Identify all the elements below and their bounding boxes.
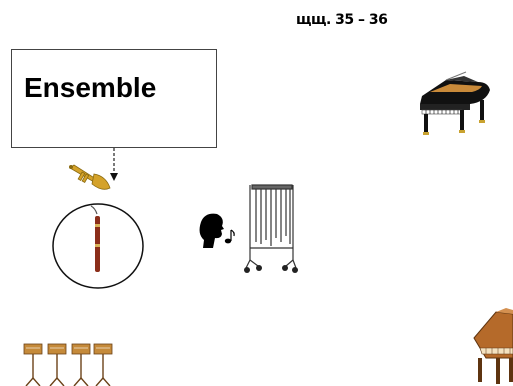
ensemble-label: Ensemble bbox=[24, 72, 157, 103]
trumpet-icon bbox=[69, 164, 111, 190]
tubular-bells-icon bbox=[244, 184, 298, 273]
harpsichord-icon bbox=[473, 308, 513, 384]
music-stands-icon bbox=[23, 343, 113, 386]
slide-header: щщ. 35 – 36 bbox=[296, 12, 388, 28]
singer-head-icon bbox=[199, 213, 224, 248]
grand-piano-icon bbox=[420, 71, 490, 135]
dashed-arrow bbox=[110, 148, 118, 181]
music-note-icon bbox=[224, 229, 235, 244]
ensemble-box: Ensemble bbox=[11, 49, 217, 148]
bassoon-circle bbox=[52, 203, 144, 289]
bassoon-icon bbox=[90, 205, 100, 272]
